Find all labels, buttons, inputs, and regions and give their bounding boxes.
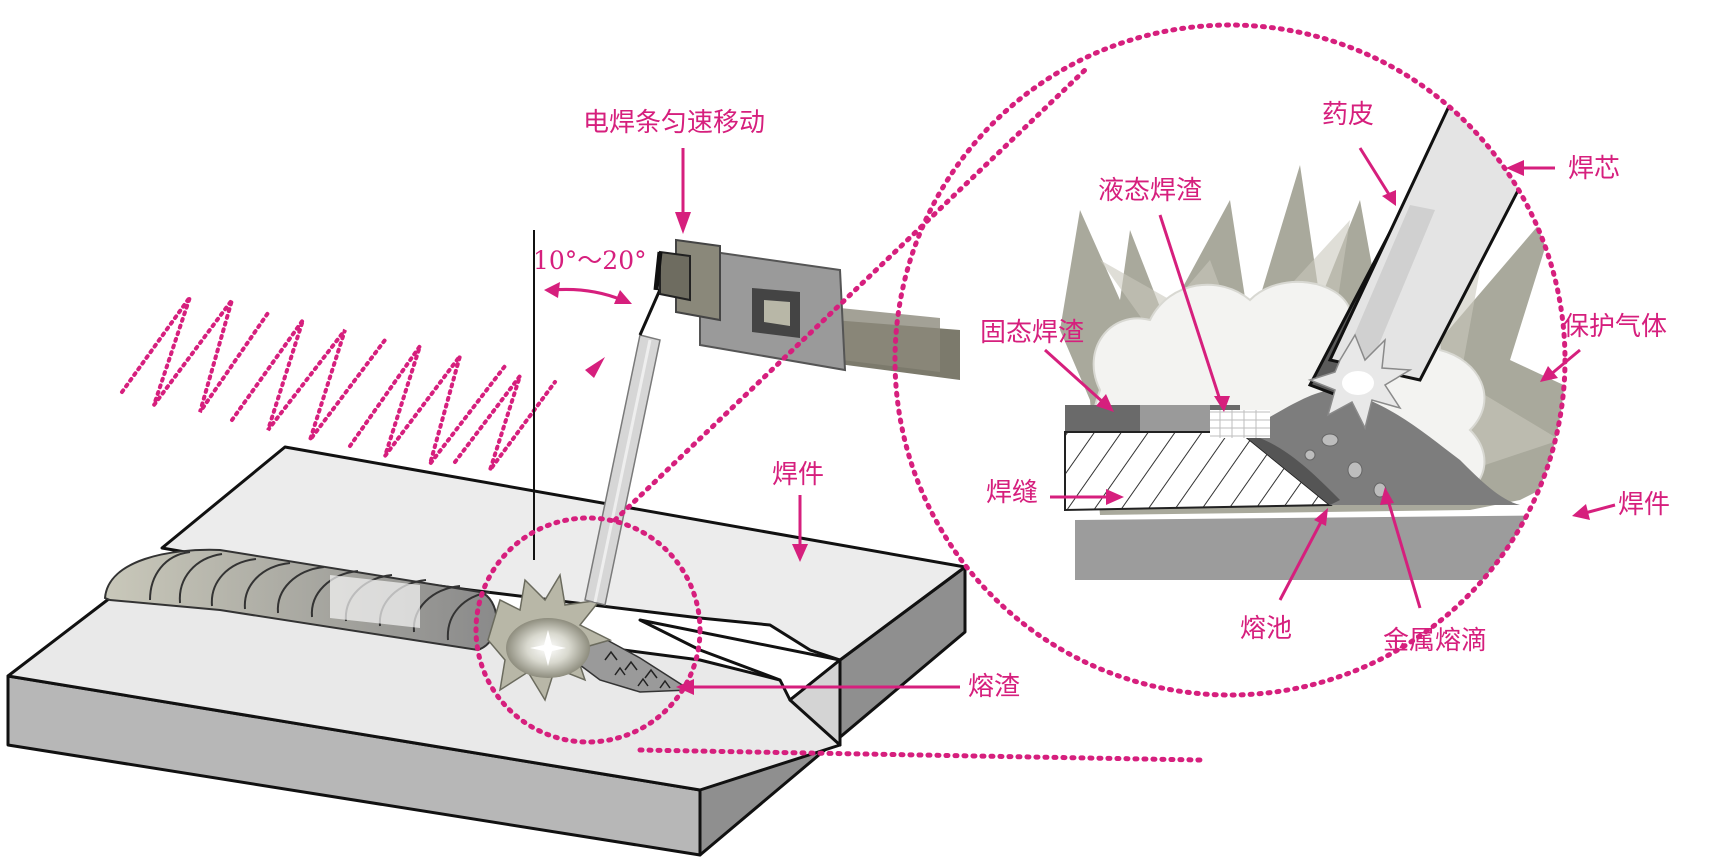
- label-shield-gas: 保护气体: [1563, 312, 1668, 342]
- workpiece-block: [6, 445, 967, 857]
- heat-wave-2: [230, 318, 387, 442]
- label-coating: 药皮: [1322, 100, 1375, 130]
- heat-wave-1: [120, 295, 272, 414]
- electrode-rod-left: [584, 284, 664, 606]
- heat-wave-3: [348, 344, 507, 466]
- label-workpiece-right: 焊件: [1618, 490, 1671, 520]
- label-core: 焊芯: [1568, 154, 1621, 184]
- right-pointers: [1043, 147, 1616, 609]
- label-solid-slag: 固态焊渣: [980, 318, 1085, 348]
- label-angle: 10°～20°: [533, 246, 647, 275]
- bead-light-band: [330, 575, 420, 628]
- label-electrode-move: 电焊条匀速移动: [583, 108, 766, 138]
- weld-groove: [638, 618, 842, 702]
- heat-waves: [120, 295, 557, 472]
- arc-spark-left: [487, 572, 613, 702]
- workpiece-arrow-left: [792, 495, 808, 562]
- zoom-source-circle: [473, 515, 703, 745]
- angle-arrow: [544, 282, 632, 304]
- electrode-holder: [653, 238, 960, 380]
- zoom-circle: [892, 22, 1568, 698]
- label-molten-pool: 熔池: [1240, 614, 1293, 644]
- label-liquid-slag: 液态焊渣: [1098, 176, 1203, 206]
- label-slag-left: 熔渣: [968, 672, 1021, 702]
- slag-texture: [604, 650, 671, 689]
- move-arrow: [675, 148, 691, 234]
- label-metal-droplet: 金属熔滴: [1383, 626, 1488, 656]
- zoom-connector-lines: [612, 67, 1203, 763]
- slag-arrow-left: [676, 679, 960, 695]
- electrode-stub: [638, 284, 664, 336]
- label-weld-seam: 焊缝: [986, 478, 1039, 508]
- arc-flash-zoom: [1307, 333, 1413, 431]
- heat-wave-4: [453, 374, 557, 472]
- workpiece-base: [1075, 515, 1565, 580]
- label-workpiece-left: 焊件: [772, 460, 825, 490]
- heat-wave-arrow: [585, 357, 605, 378]
- groove-bevel: [788, 658, 842, 747]
- liquid-slag-speckles: [1210, 410, 1270, 438]
- metal-droplets: [1304, 433, 1387, 498]
